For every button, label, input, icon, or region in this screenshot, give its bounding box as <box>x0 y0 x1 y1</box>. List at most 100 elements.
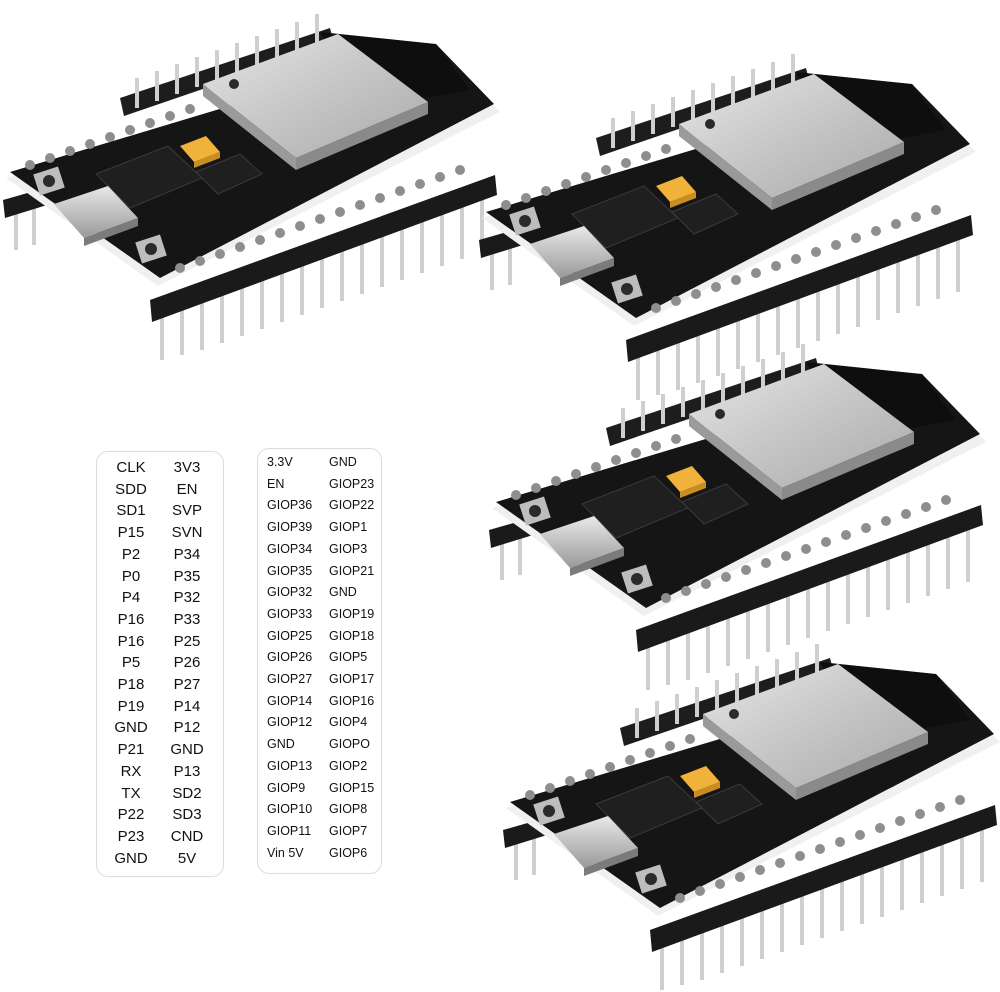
pin-label-right: SD2 <box>172 784 202 802</box>
pin-row: P0 P35 <box>97 568 223 590</box>
pin-label-right: GIOP16 <box>329 693 375 708</box>
pin-label-left: GIOP11 <box>267 823 312 838</box>
pin-row: GIOP25 GIOP18 <box>258 629 381 651</box>
pin-label-left: P0 <box>121 567 141 585</box>
pin-label-left: GIOP39 <box>267 520 313 535</box>
pin-label-right: GIOPO <box>329 737 370 752</box>
pin-row: P21 GND <box>97 741 223 763</box>
pin-row: GIOP13 GIOP2 <box>258 759 381 781</box>
pin-label-left: P23 <box>117 827 145 845</box>
pin-label-left: GIOP36 <box>267 498 313 513</box>
pin-row: P16 P25 <box>97 633 223 655</box>
pin-row: P22 SD3 <box>97 806 223 828</box>
pin-label-right: GIOP3 <box>329 541 368 556</box>
pin-label-left: GIOP13 <box>267 758 313 773</box>
pin-row: P15 SVN <box>97 524 223 546</box>
pin-label-left: P15 <box>117 524 145 542</box>
pin-label-right: GIOP6 <box>329 845 368 860</box>
pin-label-left: GIOP33 <box>267 606 313 621</box>
pin-label-left: TX <box>121 784 141 802</box>
pin-row: P23 CND <box>97 828 223 850</box>
pin-row: P19 P14 <box>97 698 223 720</box>
pin-label-right: GIOP8 <box>329 802 368 817</box>
pin-row: Vin 5V GIOP6 <box>258 846 381 868</box>
pin-label-right: GIOP15 <box>329 780 375 795</box>
pin-label-right: GIOP17 <box>329 672 375 686</box>
esp32-board-3 <box>488 343 987 691</box>
pin-label-left: GIOP12 <box>267 715 313 730</box>
pin-label-left: 3.3V <box>267 455 293 469</box>
pin-label-left: GIOP27 <box>267 672 313 686</box>
pin-label-right: P35 <box>173 567 201 585</box>
pin-label-left: GIOP9 <box>267 780 306 795</box>
pin-label-right: CND <box>170 827 204 845</box>
pin-label-right: GIOP4 <box>329 715 368 730</box>
pin-label-left: P5 <box>121 654 141 672</box>
pin-row: GIOP14 GIOP16 <box>258 694 381 716</box>
pin-label-right: P27 <box>173 676 201 693</box>
pin-label-right: EN <box>176 480 198 498</box>
pin-label-right: P34 <box>173 545 201 563</box>
pin-label-right: SVN <box>171 524 203 542</box>
esp32-board-1 <box>2 13 501 361</box>
pin-label-left: GIOP25 <box>267 628 313 643</box>
pin-label-right: GND <box>170 741 204 759</box>
pin-label-right: P25 <box>173 632 201 650</box>
pin-label-right: P12 <box>173 719 201 737</box>
pin-label-right: P33 <box>173 610 201 628</box>
pin-label-right: GIOP18 <box>329 628 375 643</box>
pin-label-left: GND <box>267 737 295 752</box>
pin-label-left: RX <box>120 762 142 780</box>
pin-label-left: P19 <box>117 697 145 715</box>
pin-label-left: P2 <box>121 545 141 563</box>
pin-row: GIOP35 GIOP21 <box>258 564 381 586</box>
pin-label-right: GIOP2 <box>329 758 368 773</box>
pin-label-right: P14 <box>173 697 201 715</box>
pin-label-right: GIOP1 <box>329 520 368 535</box>
pin-row: RX P13 <box>97 763 223 785</box>
pin-row: GIOP27 GIOP17 <box>258 672 381 694</box>
pin-row: GIOP36 GIOP22 <box>258 498 381 520</box>
pin-label-right: GIOP22 <box>329 498 375 513</box>
pin-label-left: P16 <box>117 632 145 650</box>
pin-label-right: GND <box>329 455 357 469</box>
pin-row: 3.3V GND <box>258 455 381 477</box>
pin-label-right: GIOP7 <box>329 823 368 838</box>
pin-label-right: 3V3 <box>173 459 201 476</box>
pin-row: GIOP11 GIOP7 <box>258 824 381 846</box>
pin-label-left: GND <box>114 719 148 737</box>
pin-label-right: P26 <box>173 654 201 672</box>
pin-row: GIOP33 GIOP19 <box>258 607 381 629</box>
pin-label-left: GIOP32 <box>267 585 313 600</box>
pin-label-left: EN <box>267 476 285 491</box>
pin-label-left: GIOP26 <box>267 650 313 665</box>
pin-label-right: GND <box>329 585 357 600</box>
pin-label-left: SDD <box>115 480 147 498</box>
pin-label-right: P32 <box>173 589 201 607</box>
pin-label-right: GIOP19 <box>329 606 375 621</box>
pin-label-left: Vin 5V <box>267 845 304 860</box>
pin-label-left: GIOP14 <box>267 693 313 708</box>
pin-label-right: SD3 <box>172 806 202 824</box>
pin-row: TX SD2 <box>97 785 223 807</box>
pin-row: P5 P26 <box>97 654 223 676</box>
pin-label-left: GND <box>114 849 148 867</box>
pin-label-left: GIOP35 <box>267 563 313 578</box>
pin-row: GND P12 <box>97 719 223 741</box>
pin-label-left: P21 <box>117 741 145 759</box>
pin-row: GND GIOPO <box>258 737 381 759</box>
pin-label-right: GIOP21 <box>329 563 375 578</box>
pin-label-left: P22 <box>117 806 145 824</box>
pin-label-right: P13 <box>173 762 201 780</box>
pin-label-right: SVP <box>171 502 202 520</box>
pin-row: P2 P34 <box>97 546 223 568</box>
